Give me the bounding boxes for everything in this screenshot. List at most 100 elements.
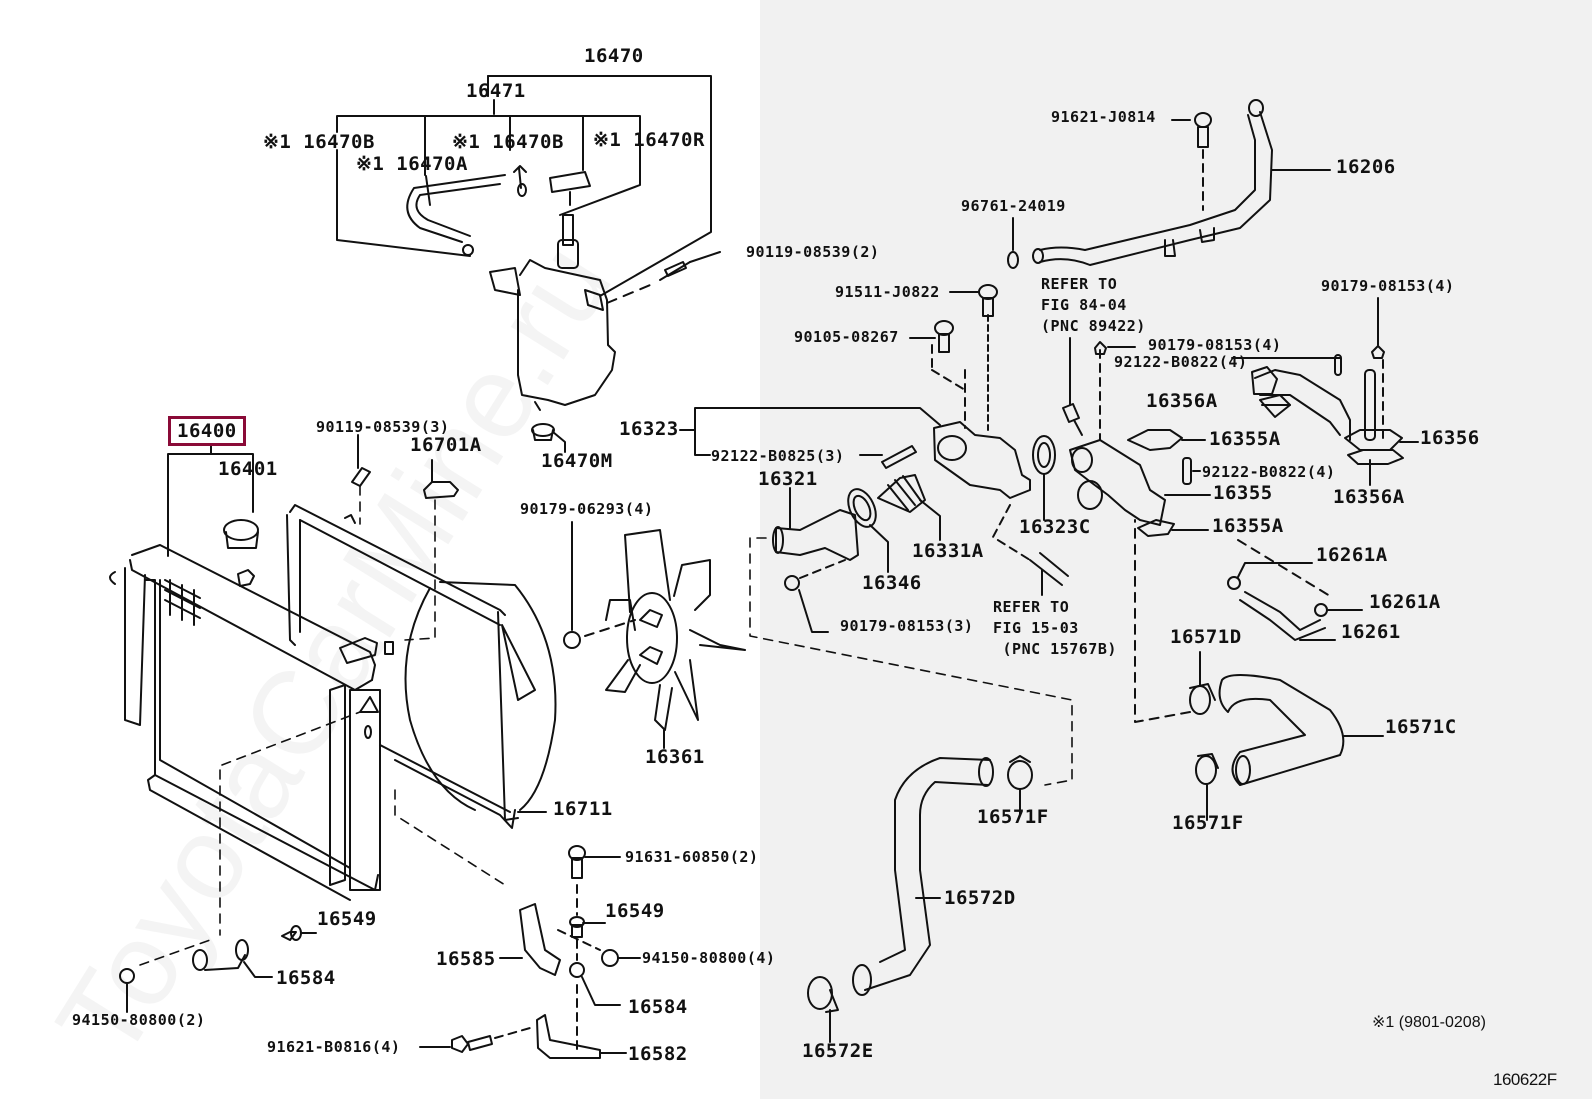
radiator-group-lines (167, 445, 254, 557)
bolt-91621-j0814-drawing (1171, 112, 1212, 211)
part-label-16331a[interactable]: 16331A (912, 540, 984, 562)
bolt-and-clip-drawing (351, 434, 459, 499)
part-label-16355a-bottom[interactable]: 16355A (1212, 515, 1284, 537)
radiator-drawing (109, 544, 394, 901)
part-label-16549-right[interactable]: 16549 (605, 900, 665, 922)
gasket-16355a-drawing (1127, 429, 1209, 537)
part-label-16356a-bottom[interactable]: 16356A (1333, 486, 1405, 508)
hose-16470a-drawing (406, 165, 527, 256)
right-panel (760, 0, 1592, 1099)
part-label-91621-b0816-4[interactable]: 91621-B0816(4) (267, 1038, 401, 1056)
cap-16470m-drawing (531, 423, 566, 453)
part-label-16401[interactable]: 16401 (218, 458, 278, 480)
radiator-cap-drawing (223, 519, 259, 549)
part-label-16261[interactable]: 16261 (1341, 621, 1401, 643)
refer-line-2: FIG 84-04 (1041, 296, 1127, 314)
reservoir-bracket-lines (336, 75, 712, 297)
refer-line-3: (PNC 89422) (1041, 317, 1146, 335)
radiator-hose-16572-drawing (807, 755, 1033, 1043)
part-label-16261a-top[interactable]: 16261A (1316, 544, 1388, 566)
thermostat-housing-lines (679, 407, 941, 469)
radiator-dashed-lines (139, 485, 506, 966)
part-label-16571f-right[interactable]: 16571F (1172, 812, 1244, 834)
part-label-16572d[interactable]: 16572D (944, 887, 1016, 909)
part-label-16470a[interactable]: ※1 16470A (356, 153, 468, 175)
part-label-16261a-bottom[interactable]: 16261A (1369, 591, 1441, 613)
part-label-90179-08153-3[interactable]: 90179-08153(3) (840, 617, 974, 635)
gasket-16346-drawing (847, 488, 889, 573)
part-label-16470b-left[interactable]: ※1 16470B (263, 131, 375, 153)
lower-left-bracket-drawing (119, 925, 317, 1013)
refer-line-1: REFER TO (1041, 275, 1118, 293)
water-inlet-drawing (772, 487, 859, 633)
part-label-16582[interactable]: 16582 (628, 1043, 688, 1065)
refer-line-2: FIG 15-03 (993, 619, 1079, 637)
part-label-16701a[interactable]: 16701A (410, 434, 482, 456)
part-label-91621-j0814[interactable]: 91621-J0814 (1051, 108, 1156, 126)
refer-line-3: (PNC 15767B) (993, 640, 1117, 658)
part-label-90179-08153-4-middle[interactable]: 90179-08153(4) (1148, 336, 1282, 354)
part-label-90119-08539-2[interactable]: 90119-08539(2) (746, 243, 880, 261)
refer-to-fig-84-04[interactable]: REFER TO FIG 84-04 (PNC 89422) (1041, 274, 1146, 337)
part-label-92122-b0822-4-top[interactable]: 92122-B0822(4) (1114, 353, 1248, 371)
part-label-16571d[interactable]: 16571D (1170, 626, 1242, 648)
part-label-90179-08153-4-right[interactable]: 90179-08153(4) (1321, 277, 1455, 295)
part-label-16470r[interactable]: ※1 16470R (593, 129, 705, 151)
refer-to-fig-15-03[interactable]: REFER TO FIG 15-03 (PNC 15767B) (993, 597, 1117, 660)
small-hose-16261-drawing (1227, 539, 1363, 641)
fan-nut-drawing (563, 521, 636, 649)
part-label-16571c[interactable]: 16571C (1385, 716, 1457, 738)
part-label-90119-08539-3[interactable]: 90119-08539(3) (316, 418, 450, 436)
part-label-16321[interactable]: 16321 (758, 468, 818, 490)
o-ring-96761-drawing (1007, 217, 1019, 269)
reservoir-tank-drawing (489, 214, 721, 411)
part-label-16584-right[interactable]: 16584 (628, 996, 688, 1018)
part-label-16470b-middle[interactable]: ※1 16470B (452, 131, 564, 153)
part-label-92122-b0822-4-middle[interactable]: 92122-B0822(4) (1202, 463, 1336, 481)
thermostat-drawing (877, 474, 941, 541)
part-label-16400-highlighted[interactable]: 16400 (168, 416, 246, 446)
part-label-16470m[interactable]: 16470M (541, 450, 613, 472)
part-label-16549-left[interactable]: 16549 (317, 908, 377, 930)
cap-16470r-drawing (549, 171, 591, 206)
part-label-16355a-top[interactable]: 16355A (1209, 428, 1281, 450)
part-label-16711[interactable]: 16711 (553, 798, 613, 820)
part-label-92122-b0825-3[interactable]: 92122-B0825(3) (711, 447, 845, 465)
figure-code: 160622F (1493, 1070, 1557, 1089)
part-label-90179-06293-4[interactable]: 90179-06293(4) (520, 500, 654, 518)
part-label-16470[interactable]: 16470 (584, 45, 644, 67)
part-label-16584-left[interactable]: 16584 (276, 967, 336, 989)
part-label-16571f-left[interactable]: 16571F (977, 806, 1049, 828)
lower-bracket-drawing (419, 845, 641, 1059)
part-label-16585[interactable]: 16585 (436, 948, 496, 970)
part-label-16361[interactable]: 16361 (645, 746, 705, 768)
part-label-16323[interactable]: 16323 (619, 418, 679, 440)
temp-sensor-drawing (1062, 337, 1083, 436)
part-label-94150-80800-4[interactable]: 94150-80800(4) (642, 949, 776, 967)
part-label-16355[interactable]: 16355 (1213, 482, 1273, 504)
thermostat-housing-drawing (931, 314, 1031, 499)
part-label-16206[interactable]: 16206 (1336, 156, 1396, 178)
part-label-91511-j0822[interactable]: 91511-J0822 (835, 283, 940, 301)
fan-shroud-drawing (286, 504, 557, 829)
o-ring-16323c-drawing (1032, 435, 1056, 521)
part-label-90105-08267[interactable]: 90105-08267 (794, 328, 899, 346)
water-bypass-16356-drawing (1231, 297, 1419, 486)
part-label-16323c[interactable]: 16323C (1019, 516, 1091, 538)
footnote-date-range: ※1 (9801-0208) (1372, 1014, 1486, 1031)
radiator-hose-16571-drawing (1134, 519, 1384, 821)
part-label-94150-80800-2[interactable]: 94150-80800(2) (72, 1011, 206, 1029)
part-label-96761-24019[interactable]: 96761-24019 (961, 197, 1066, 215)
inlet-dashed-lines (749, 537, 1073, 786)
water-pipe-16206-drawing (1032, 99, 1331, 266)
part-label-16346[interactable]: 16346 (862, 572, 922, 594)
part-label-16471[interactable]: 16471 (466, 80, 526, 102)
part-label-16356a-top[interactable]: 16356A (1146, 390, 1218, 412)
part-label-16356[interactable]: 16356 (1420, 427, 1480, 449)
refer-line-1: REFER TO (993, 598, 1070, 616)
bolts-91511-90105-drawing (909, 284, 998, 353)
part-label-16572e[interactable]: 16572E (802, 1040, 874, 1062)
part-label-91631-60850-2[interactable]: 91631-60850(2) (625, 848, 759, 866)
